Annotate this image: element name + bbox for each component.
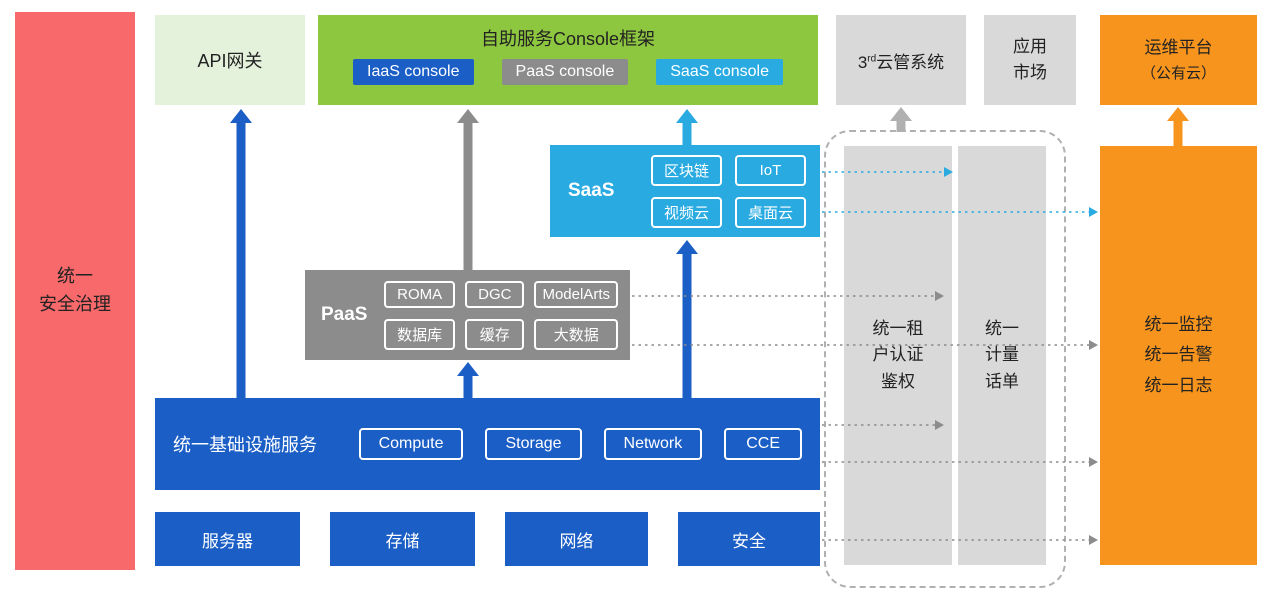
monitoring-line3: 统一日志 [1144,375,1213,395]
third-party-sup: rd [867,52,877,64]
paas-console-chip: PaaS console [501,59,629,85]
infra-chip-network: Network [603,428,703,460]
paas-chip-dgc: DGC [465,280,525,308]
security-bar-line2: 安全治理 [39,294,111,314]
metering-line2: 计量 [985,345,1019,365]
paas-label: PaaS [321,304,368,325]
paas-chips: ROMA DGC ModelArts 数据库 缓存 大数据 [384,280,618,350]
resource-network-label: 网络 [559,531,594,551]
arrow-paas-to-console [457,109,479,271]
ops-platform-line1: 运维平台 [1144,38,1213,58]
resource-box-network: 网络 [505,512,648,566]
resource-box-storage: 存储 [330,512,475,566]
metering-line3: 话单 [985,371,1019,391]
monitoring-line1: 统一监控 [1144,314,1213,334]
metering-pillar: 统一 计量 话单 [958,146,1046,565]
ops-platform-box: 运维平台 （公有云） [1100,15,1257,105]
saas-console-chip: SaaS console [656,59,783,85]
security-bar-line1: 统一 [57,266,93,287]
unified-infrastructure-box: 统一基础设施服务 Compute Storage Network CCE [155,398,820,490]
resource-box-security: 安全 [678,512,820,566]
tenant-auth-pillar: 统一租 户认证 鉴权 [844,146,952,565]
saas-chip-video-cloud: 视频云 [650,196,722,228]
api-gateway-box: API网关 [155,15,305,105]
saas-chip-iot: IoT [734,154,806,186]
shared-services-dashed-frame [824,130,1066,588]
third-party-cms-box: 3rd云管系统 [836,15,966,105]
console-frame-title: 自助服务Console框架 [480,29,656,49]
infra-chip-storage: Storage [485,428,582,460]
infra-chips: Compute Storage Network CCE [358,428,802,460]
app-market-line2: 市场 [1013,63,1047,82]
ops-platform-line2: （公有云） [1140,64,1216,82]
tenant-auth-line3: 鉴权 [881,371,915,391]
paas-chip-cache: 缓存 [465,318,525,350]
self-service-console-frame: 自助服务Console框架 IaaS console PaaS console … [318,15,818,105]
resource-security-label: 安全 [732,531,766,551]
infra-chip-cce: CCE [724,428,802,460]
app-market-box: 应用 市场 [984,15,1076,105]
iaas-console-chip: IaaS console [353,59,474,85]
arrow-infra-to-api-gateway [230,109,252,399]
paas-chip-roma: ROMA [384,280,456,308]
third-party-cms-label: 3rd云管系统 [858,48,944,73]
arrow-to-ops-platform [1167,107,1189,147]
saas-chips: 区块链 IoT 视频云 桌面云 [650,154,806,228]
metering-line1: 统一 [985,318,1019,338]
saas-box: SaaS 区块链 IoT 视频云 桌面云 [550,145,820,237]
app-market-line1: 应用 [1013,36,1047,56]
resource-storage-label: 存储 [385,531,420,551]
arrow-infra-to-paas [457,362,479,399]
tenant-auth-line2: 户认证 [872,345,924,365]
console-chips-row: IaaS console PaaS console SaaS console [353,59,783,85]
api-gateway-label: API网关 [197,51,263,71]
arrow-to-third-party-cms [890,107,912,132]
monitoring-pillar: 统一监控 统一告警 统一日志 [1100,146,1257,565]
tenant-auth-line1: 统一租 [872,318,924,338]
arrow-saas-to-console [676,109,698,146]
third-party-suffix: 云管系统 [876,52,945,72]
saas-label: SaaS [568,180,615,201]
unified-security-governance-bar: 统一 安全治理 [15,12,135,570]
infra-chip-compute: Compute [358,428,464,460]
monitoring-line2: 统一告警 [1144,345,1213,365]
third-party-prefix: 3 [857,52,868,72]
infra-label: 统一基础设施服务 [173,435,317,455]
saas-chip-blockchain: 区块链 [650,154,722,186]
saas-chip-desktop-cloud: 桌面云 [734,196,806,228]
resource-server-label: 服务器 [202,531,253,551]
paas-chip-bigdata: 大数据 [534,318,618,350]
paas-chip-database: 数据库 [384,318,456,350]
arrow-infra-to-saas [676,240,698,399]
paas-box: PaaS ROMA DGC ModelArts 数据库 缓存 大数据 [305,270,630,360]
resource-box-server: 服务器 [155,512,300,566]
paas-chip-modelarts: ModelArts [534,280,618,308]
